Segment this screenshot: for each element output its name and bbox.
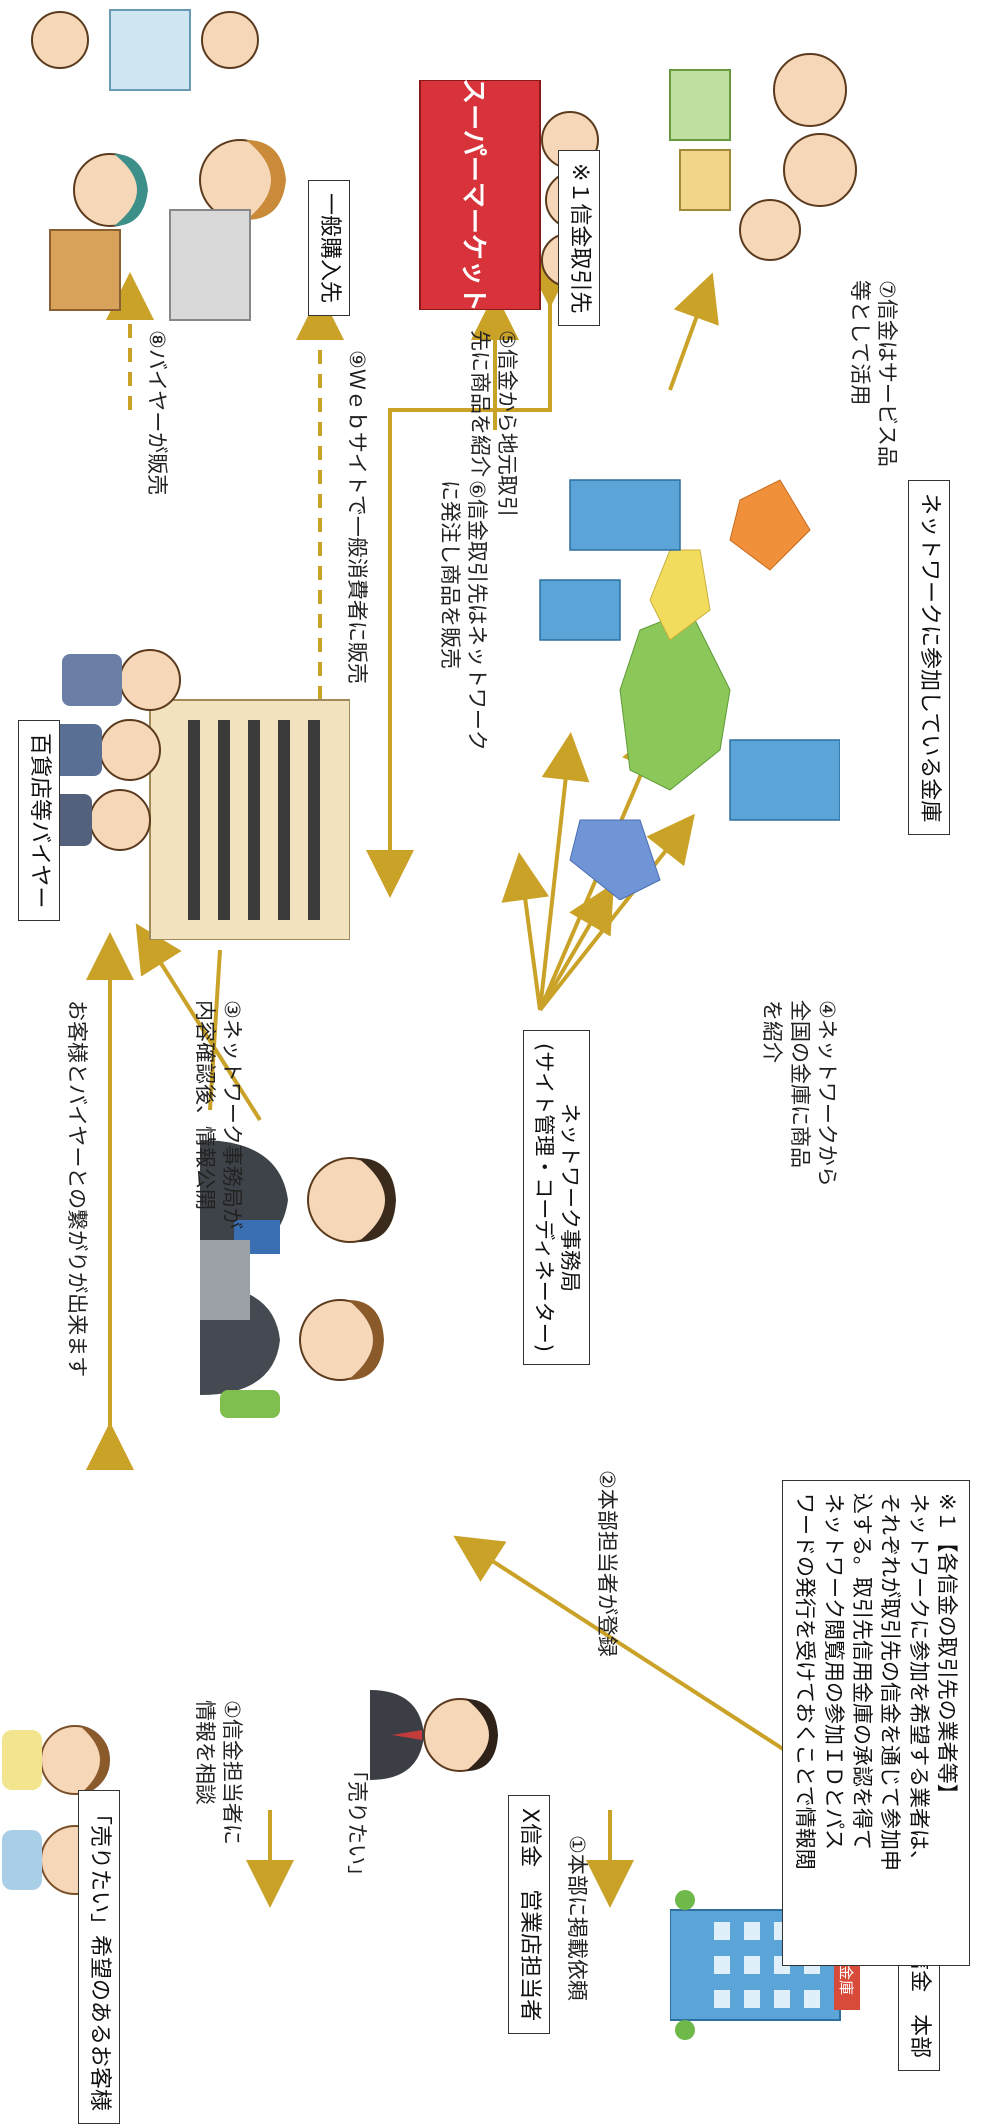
step9-label: ⑨Ｗｅｂサイトで一般消費者に販売 bbox=[345, 350, 369, 684]
footnote-box: ※１【各信金の取引先の業者等】 ネットワークに参加を希望する業者は、 それぞれが… bbox=[781, 1480, 970, 1966]
step2-label: ②本部担当者が登録 bbox=[595, 1470, 619, 1657]
customer-box: 「売りたい」希望のあるお客様 bbox=[78, 1790, 120, 2124]
arrow-step7 bbox=[668, 272, 719, 391]
sales-rep-illustration bbox=[370, 1690, 498, 1780]
supermarket-sign-text: スーパーマーケット bbox=[458, 80, 488, 310]
department-store-illustration bbox=[32, 649, 350, 940]
connect-label: お客様とバイヤーとの繋がりが出来ます bbox=[65, 1000, 89, 1378]
dept-store-buyer-box: 百貨店等バイヤー bbox=[18, 720, 60, 922]
member-banks-box: ネットワークに参加している金庫 bbox=[908, 480, 950, 836]
sales-rep-box: X信金 営業店担当者 bbox=[508, 1795, 550, 2035]
diagram-stage: 信用金庫 bbox=[2, 9, 970, 2124]
want-sell-speech: 「売りたい」 bbox=[345, 1760, 369, 1886]
step6-label: ⑥信金取引先はネットワーク に発注し商品を販売 bbox=[437, 480, 489, 751]
arrow-step3b bbox=[208, 949, 222, 1111]
japan-map-illustration bbox=[539, 479, 840, 900]
step3-label: ③ネットワーク事務局が 内容確認後、情報公開 bbox=[192, 1000, 244, 1229]
step4-label: ④ネットワークから 全国の金庫に商品 を紹介 bbox=[760, 1000, 839, 1187]
client-box: ※１信金取引先 bbox=[558, 150, 600, 327]
arrow-step4e bbox=[538, 883, 615, 1012]
network-office-box: ネットワーク事務局 (サイト管理・コーディネーター) bbox=[523, 1030, 590, 1365]
step1a-label: ①信金担当者に 情報を相談 bbox=[192, 1700, 244, 1845]
arrows-layer bbox=[86, 260, 802, 1908]
step7-label: ⑦信金はサービス品 等として活用 bbox=[847, 280, 899, 467]
arrow-step2 bbox=[453, 1535, 802, 1762]
arrow-step4d bbox=[538, 813, 695, 1012]
general-buyers-illustration bbox=[49, 139, 286, 321]
shop-scene-illustration bbox=[31, 9, 259, 91]
general-buyer-box: 一般購入先 bbox=[308, 180, 350, 317]
family-illustration bbox=[669, 53, 857, 261]
arrow-step6 bbox=[366, 260, 574, 898]
network-staff-illustration bbox=[200, 1140, 396, 1418]
step8-label: ⑧バイヤーが販売 bbox=[145, 330, 169, 496]
rotated-flow-diagram: 信用金庫 bbox=[2, 9, 970, 2124]
arrow-step3 bbox=[135, 923, 262, 1122]
step1b-label: ①本部に掲載依頼 bbox=[565, 1835, 589, 2001]
